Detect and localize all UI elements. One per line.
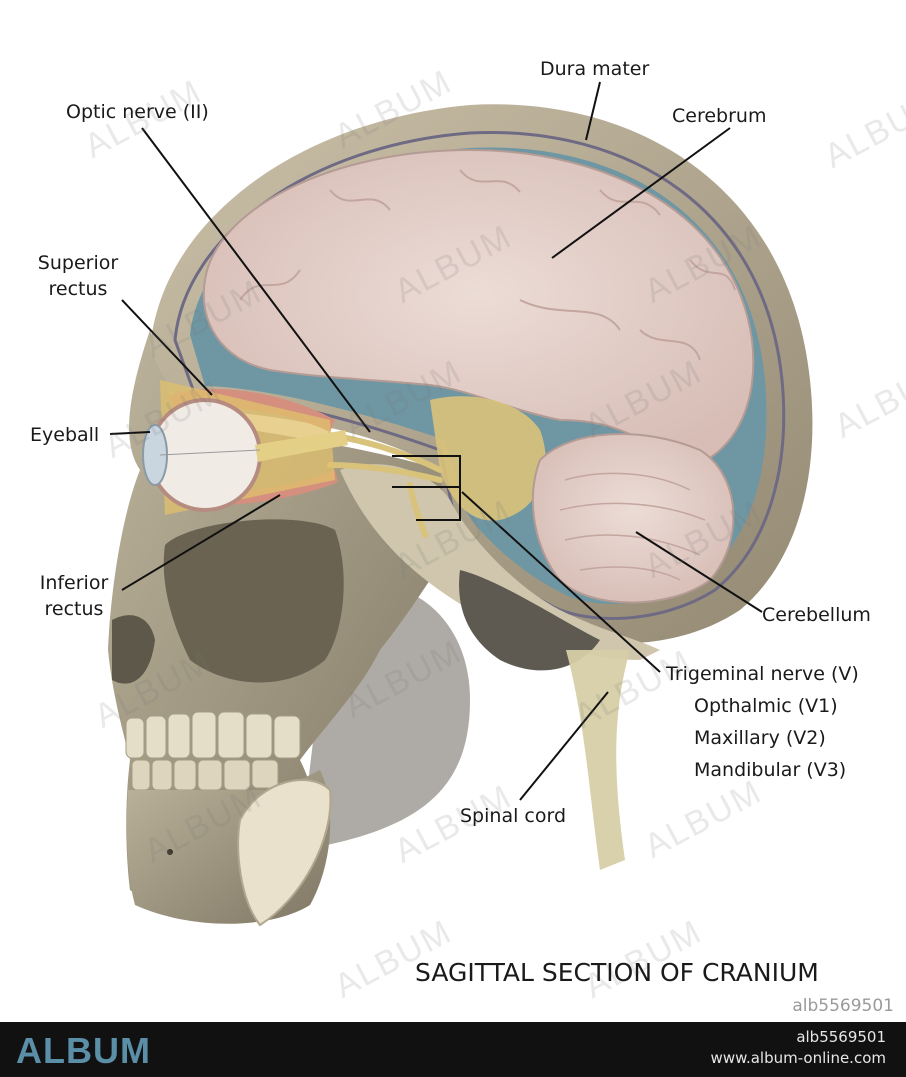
optic-nerve-shape (255, 430, 348, 462)
label-trigeminal-nerve: Trigeminal nerve (V) (666, 663, 859, 685)
leader-inferior (121, 494, 281, 591)
skull-illustration (108, 81, 813, 927)
label-cerebellum: Cerebellum (762, 604, 871, 626)
mandible-ramus-cut (237, 779, 332, 927)
leader-dura (585, 81, 601, 141)
upper-teeth (125, 711, 301, 759)
label-dura-mater: Dura mater (540, 58, 650, 80)
diagram-title: SAGITTAL SECTION OF CRANIUM (415, 958, 819, 987)
leader-eyeball (109, 431, 151, 435)
image-id: alb5569501 (792, 996, 894, 1016)
label-cerebrum: Cerebrum (672, 105, 767, 127)
label-mandibular: Mandibular (V3) (694, 759, 847, 781)
leader-lines (109, 81, 763, 801)
label-spinal-cord: Spinal cord (460, 805, 567, 827)
leader-cerebellum (635, 531, 763, 613)
label-superior-rectus: Superior rectus (28, 250, 128, 302)
label-opthalmic: Opthalmic (V1) (694, 695, 838, 717)
footer-bar: ALBUM alb5569501 www.album-online.com (0, 1022, 906, 1077)
nasal-cavity (112, 615, 155, 684)
label-eyeball: Eyeball (30, 424, 100, 446)
leader-superior (121, 299, 213, 396)
mental-foramen (167, 849, 173, 855)
footer-image-id: alb5569501 (796, 1028, 886, 1046)
occipital-shadow (459, 570, 600, 671)
leader-spinal (519, 691, 609, 801)
label-inferior-rectus-line1: Inferior (39, 572, 109, 594)
footer-url-link[interactable]: www.album-online.com (710, 1049, 886, 1067)
optic-axis (159, 449, 261, 456)
spinal-cord-shape (566, 650, 630, 870)
diagram-canvas: ALBUM ALBUM ALBUM ALBUM ALBUM ALBUM ALBU… (24, 58, 906, 1016)
label-optic-nerve: Optic nerve (II) (66, 101, 209, 123)
label-inferior-rectus-line2: rectus (44, 598, 104, 620)
cerebellum-shape (531, 432, 735, 604)
brainstem (430, 396, 546, 521)
label-superior-rectus-line1: Superior (37, 252, 119, 274)
cerebellum-folia (559, 472, 706, 581)
album-logo[interactable]: ALBUM (16, 1030, 151, 1071)
label-inferior-rectus: Inferior rectus (24, 570, 124, 622)
leader-trigeminal (461, 491, 661, 673)
leader-cerebrum (551, 127, 731, 259)
label-superior-rectus-line2: rectus (48, 278, 108, 300)
label-maxillary: Maxillary (V2) (694, 727, 826, 749)
lower-teeth (131, 759, 279, 791)
leader-optic (141, 127, 371, 433)
cerebrum-gyri (239, 169, 736, 361)
orbit (163, 519, 344, 683)
